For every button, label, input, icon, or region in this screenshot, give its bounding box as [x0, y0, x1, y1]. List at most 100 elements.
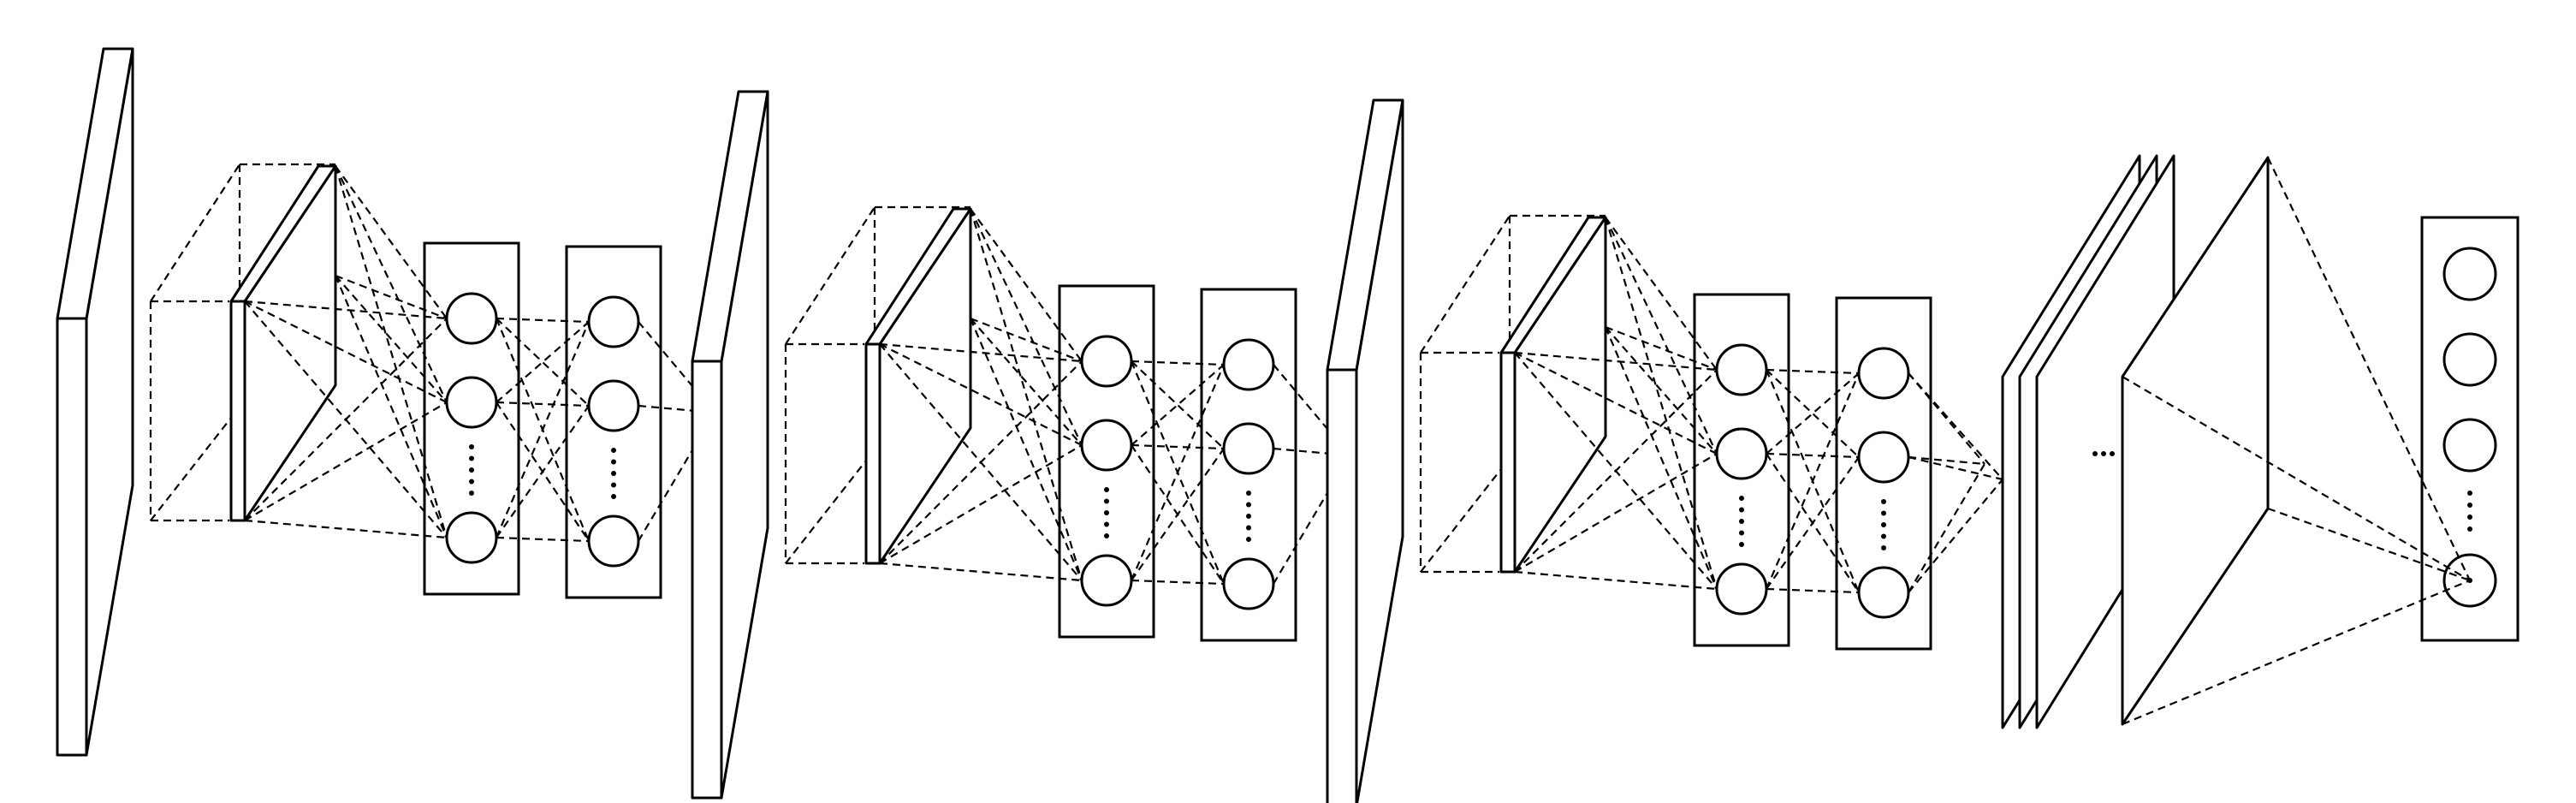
ellipsis-dot	[1739, 496, 1744, 501]
connection-line	[496, 405, 590, 538]
connection-line	[1130, 364, 1226, 581]
output-node	[2442, 418, 2497, 473]
connection-line	[1131, 443, 1225, 450]
connection-line	[879, 562, 1083, 582]
ellipsis-dot	[611, 448, 616, 453]
connection-line	[1605, 217, 1718, 371]
vertical-ellipsis	[2467, 491, 2472, 532]
connection-line	[496, 318, 590, 407]
horizontal-ellipsis	[2092, 451, 2115, 456]
connection-line	[496, 321, 590, 403]
ellipsis-dot	[469, 444, 474, 449]
connection-line	[496, 317, 590, 324]
ellipsis-dot	[1104, 533, 1109, 538]
connection-line	[334, 275, 448, 538]
ellipsis-dot	[2092, 451, 2098, 456]
connection-line	[335, 165, 448, 403]
connection-line	[1514, 351, 1718, 372]
output-box	[2420, 216, 2520, 642]
neuron-node	[445, 511, 498, 564]
ellipsis-dot	[1104, 498, 1109, 504]
filter-front	[229, 300, 246, 522]
ellipsis-dot	[1739, 507, 1744, 513]
connection-line	[1908, 479, 2003, 593]
connection-line	[969, 208, 1083, 581]
connection-line	[496, 536, 590, 543]
ellipsis-dot	[1739, 530, 1744, 536]
connection-line	[244, 300, 448, 320]
neuron-node	[1222, 338, 1275, 391]
connection-line	[970, 208, 1083, 362]
ellipsis-dot	[2467, 503, 2472, 508]
vertical-ellipsis	[1881, 499, 1886, 550]
output-node	[2442, 332, 2497, 387]
connection-line	[1766, 369, 1860, 458]
connection-line	[1765, 372, 1861, 590]
ellipsis-dot	[2467, 491, 2472, 496]
layer-box	[1835, 296, 1932, 651]
conv-block-1	[56, 47, 715, 757]
connection-line	[1766, 587, 1860, 594]
output-node	[2442, 247, 2497, 301]
layer-box	[1058, 284, 1155, 639]
hidden-layer-3-2	[1835, 296, 1932, 651]
neuron-node	[587, 295, 640, 348]
connection-line	[1766, 452, 1860, 459]
ellipsis-dot	[1739, 542, 1744, 547]
connection-line	[1908, 463, 1985, 593]
connection-line	[1605, 217, 1718, 455]
neuron-node	[587, 515, 640, 568]
connection-line	[1273, 364, 1350, 456]
neuron-node	[1857, 566, 1910, 619]
hidden-layer-2-2	[1200, 288, 1297, 642]
receptive-field-edge	[150, 417, 232, 521]
neuron-node	[1715, 343, 1768, 396]
vertical-ellipsis	[1739, 496, 1744, 547]
connection-line	[1605, 326, 1718, 455]
ellipsis-dot	[469, 491, 474, 496]
filter-front	[1499, 351, 1517, 574]
ellipsis-dot	[1104, 487, 1109, 492]
vertical-ellipsis	[469, 444, 474, 496]
connection-line	[1605, 325, 1718, 372]
connection-line	[1514, 570, 1718, 591]
feature-map-front	[56, 317, 88, 757]
receptive-field-edge	[785, 206, 875, 345]
connection-line	[1766, 368, 1860, 375]
connection-line	[1766, 456, 1860, 590]
ellipsis-dot	[469, 479, 474, 485]
connection-line	[1131, 364, 1225, 446]
ellipsis-dot	[1881, 499, 1886, 504]
ellipsis-dot	[611, 494, 616, 499]
ellipsis-dot	[1881, 510, 1886, 516]
connection-line	[970, 317, 1083, 363]
ellipsis-dot	[1246, 525, 1251, 531]
vertical-ellipsis	[1104, 487, 1109, 538]
ellipsis-dot	[1881, 533, 1886, 539]
neuron-node	[1222, 422, 1275, 475]
ellipsis-dot	[1739, 519, 1744, 524]
receptive-field-edge	[1420, 468, 1502, 573]
connection-line	[2122, 376, 2471, 581]
connection-line	[1131, 579, 1225, 586]
connection-line	[335, 275, 448, 403]
connection-line	[1131, 448, 1225, 581]
connection-line	[2267, 157, 2471, 581]
ellipsis-dot	[611, 471, 616, 476]
neuron-node	[1715, 562, 1768, 616]
neuron-node	[445, 292, 498, 345]
conv-block-2	[691, 90, 1350, 800]
ellipsis-dot	[2467, 515, 2472, 520]
layer-box	[423, 241, 520, 596]
neuron-node	[1080, 335, 1133, 388]
connection-line	[1514, 453, 1718, 573]
connection-line	[1908, 455, 1985, 466]
connection-line	[1131, 360, 1225, 366]
neuron-node	[1222, 557, 1275, 610]
ellipsis-dot	[611, 459, 616, 465]
hidden-layer-2-1	[1058, 284, 1155, 639]
connection-line	[1131, 360, 1225, 449]
ellipsis-dot	[469, 455, 474, 461]
ellipsis-dot	[1246, 491, 1251, 496]
receptive-field-edge	[1420, 215, 1511, 354]
